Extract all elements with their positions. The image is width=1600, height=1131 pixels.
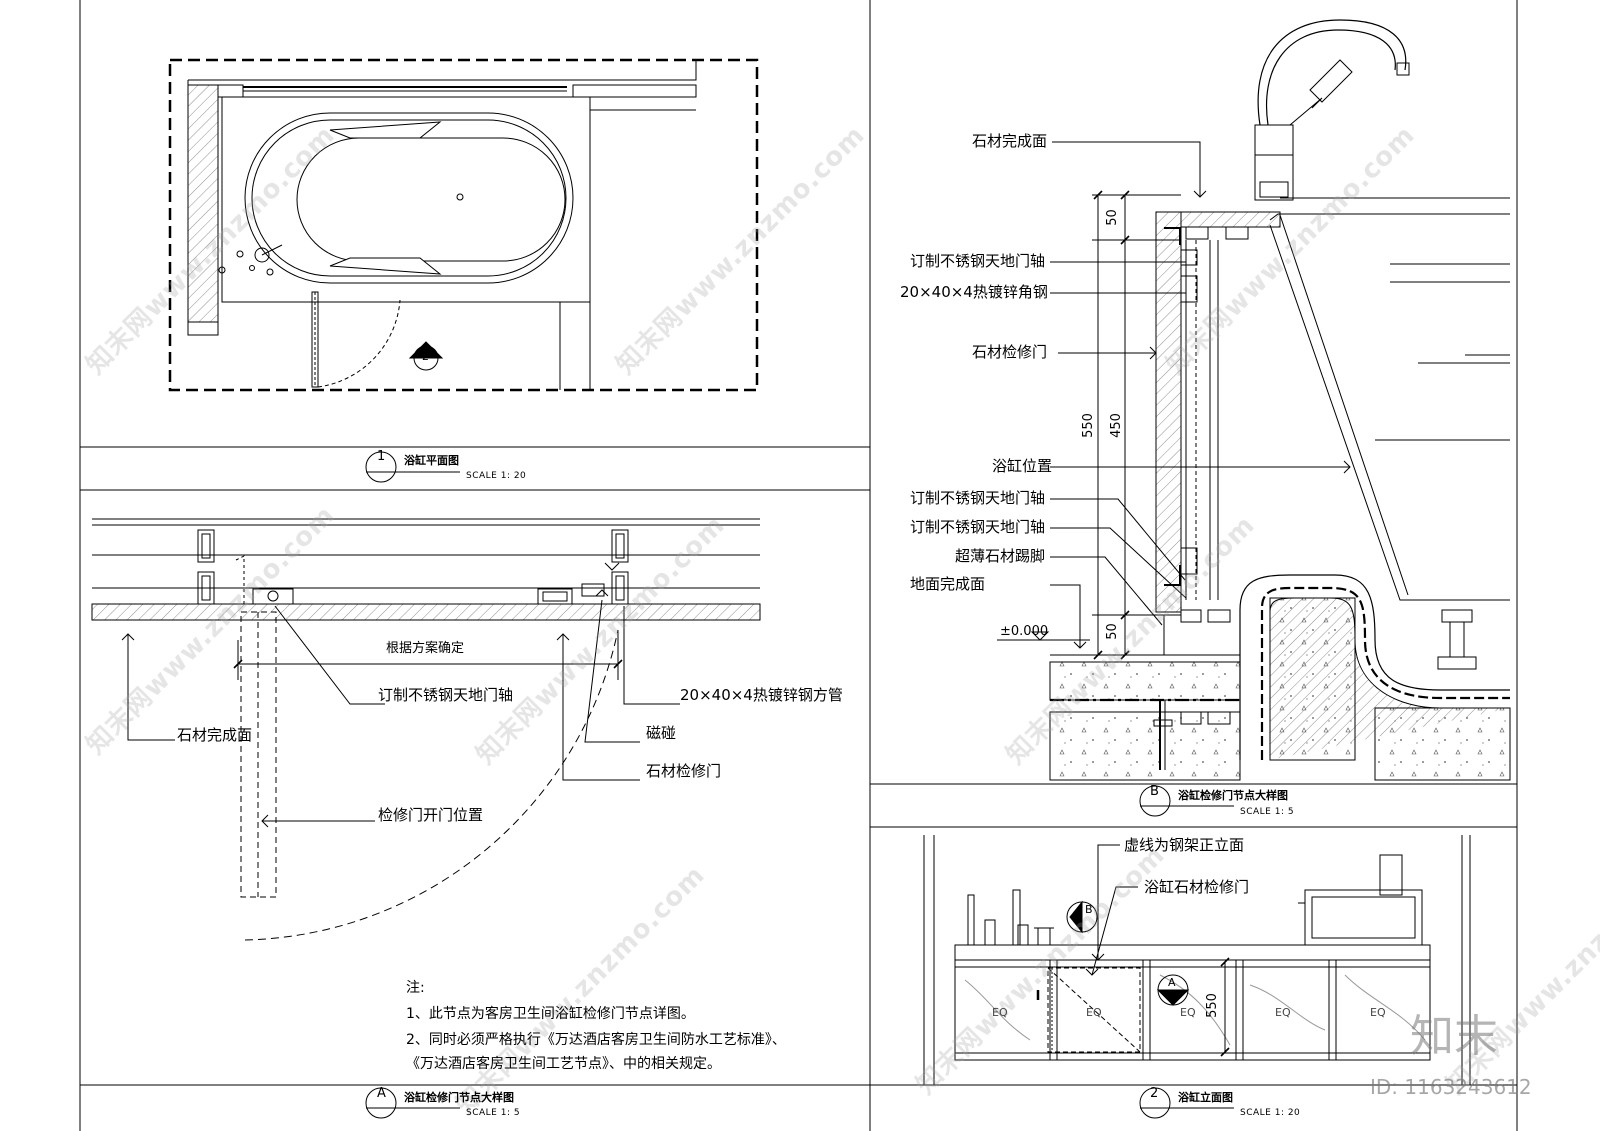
plan-view-title: 浴缸平面图 <box>404 454 459 467</box>
detail-a-linework <box>91 518 761 941</box>
plan-view <box>168 58 759 392</box>
detail-a-magnet-label: 磁碰 <box>646 724 677 742</box>
detail-a-open-position-label: 检修门开门位置 <box>378 806 484 824</box>
detail-b-tub-position-label: 浴缸位置 <box>992 457 1053 475</box>
eq-label: EQ <box>1275 1006 1291 1019</box>
detail-b-angle-label: 20×40×4热镀锌角钢 <box>900 283 1048 301</box>
detail-b-pivot-1-label: 订制不锈钢天地门轴 <box>910 489 1046 507</box>
eq-label: EQ <box>1180 1006 1196 1019</box>
detail-b-stone-face-label: 石材完成面 <box>972 132 1048 150</box>
elevation-view-scale: SCALE 1: 20 <box>1240 1108 1301 1118</box>
detail-b-pivot-top-label: 订制不锈钢天地门轴 <box>910 252 1046 270</box>
detail-b-level-label: ±0.000 <box>1000 624 1049 639</box>
plan-view-number: 1 <box>377 449 386 464</box>
detail-a-pivot-label: 订制不锈钢天地门轴 <box>378 686 514 704</box>
elevation-dashed-label: 虚线为钢架正立面 <box>1124 836 1245 854</box>
eq-label: EQ <box>1086 1006 1102 1019</box>
detail-a-view-number: A <box>377 1086 386 1101</box>
detail-b-view-number: B <box>1150 784 1159 799</box>
eq-label: EQ <box>992 1006 1008 1019</box>
detail-b-pivot-2-label: 订制不锈钢天地门轴 <box>910 518 1046 536</box>
detail-a-dim-label: 根据方案确定 <box>386 641 465 656</box>
notes-line-2: 2、同时必须严格执行《万达酒店客房卫生间防水工艺标准》、 <box>406 1032 786 1048</box>
detail-b-view-scale: SCALE 1: 5 <box>1240 807 1295 817</box>
notes-line-3: 《万达酒店客房卫生间工艺节点》、中的相关规定。 <box>406 1056 721 1072</box>
plan-view-scale: SCALE 1: 20 <box>466 471 527 481</box>
detail-a-stone-face-label: 石材完成面 <box>177 726 253 744</box>
detail-a-tube-label: 20×40×4热镀锌钢方管 <box>680 686 843 704</box>
elevation-mark-a: A <box>1168 976 1176 989</box>
elevation-view-title: 浴缸立面图 <box>1178 1091 1233 1104</box>
detail-a-view-title: 浴缸检修门节点大样图 <box>404 1091 514 1104</box>
elevation-mark-b: B <box>1085 903 1093 916</box>
notes-line-1: 1、此节点为客房卫生间浴缸检修门节点详图。 <box>406 1006 695 1022</box>
watermark-logo: 知末 <box>1410 1011 1498 1062</box>
detail-b-skirting-label: 超薄石材踢脚 <box>955 547 1046 565</box>
elevation-view-number: 2 <box>1150 1086 1159 1101</box>
detail-b-door-label: 石材检修门 <box>972 343 1048 361</box>
detail-b-dim-450: 450 <box>1108 413 1124 438</box>
eq-label: EQ <box>1370 1006 1386 1019</box>
detail-b-dim-bottom: 50 <box>1104 623 1120 640</box>
elevation-height-dim: 550 <box>1204 993 1220 1018</box>
detail-b-view-title: 浴缸检修门节点大样图 <box>1178 789 1288 802</box>
elevation-linework <box>923 835 1471 1085</box>
watermark-id: ID: 1163243612 <box>1370 1075 1532 1099</box>
detail-b-dim-top: 50 <box>1104 209 1120 226</box>
notes-heading: 注: <box>406 980 425 996</box>
detail-b-floor-label: 地面完成面 <box>910 575 986 593</box>
detail-a-door-label: 石材检修门 <box>646 762 722 780</box>
plan-section-mark: 2 <box>422 350 429 363</box>
elevation-door-label: 浴缸石材检修门 <box>1144 878 1250 896</box>
detail-b-linework <box>997 19 1511 781</box>
detail-a-view-scale: SCALE 1: 5 <box>466 1108 521 1118</box>
detail-b-dim-550: 550 <box>1080 413 1096 438</box>
